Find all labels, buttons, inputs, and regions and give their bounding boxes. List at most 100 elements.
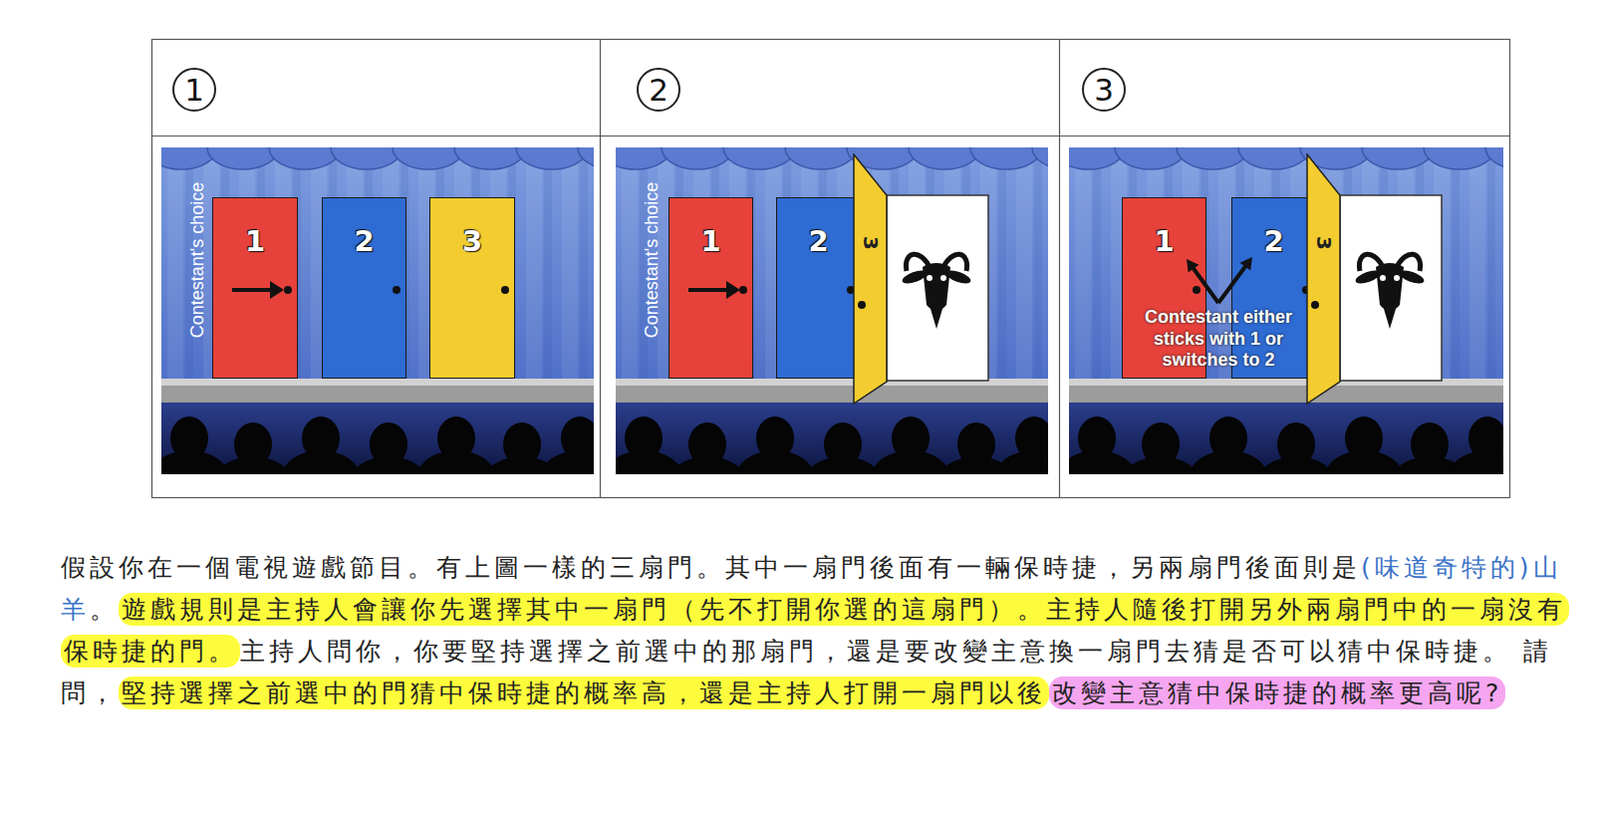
paragraph-text: 。 (89, 594, 119, 624)
curtain-fold (526, 147, 542, 385)
stage-scene: Contestant's choice123 (161, 147, 594, 475)
audience-silhouette (1015, 416, 1049, 461)
open-door-panel (1307, 154, 1340, 404)
curtain-valance (577, 147, 594, 170)
curtain-fold (1034, 147, 1043, 385)
curtain-valance (1361, 147, 1434, 170)
curtain-fold (167, 147, 184, 385)
curtain-valance (1423, 147, 1496, 170)
audience-silhouette (688, 422, 727, 467)
choice-arrow-shaft (688, 287, 729, 292)
door-knob (1311, 300, 1320, 309)
curtain-valance (908, 147, 981, 170)
door: 1 (668, 197, 754, 379)
choice-arrow-head (269, 280, 284, 299)
audience-silhouette (369, 422, 408, 467)
vertical-caption: Contestant's choice (186, 140, 209, 380)
door: 2 (321, 197, 407, 379)
stage-scene: Contestant's choice123 (615, 147, 1049, 475)
stage-floor-edge (161, 378, 594, 386)
goat-eye (926, 274, 933, 281)
curtain (1068, 147, 1504, 385)
curtain-valance (516, 147, 588, 170)
stage-floor (615, 385, 1049, 403)
goat-face (922, 263, 951, 311)
curtain-valance (723, 147, 796, 170)
door-number: 2 (777, 224, 860, 259)
curtain-fold (579, 147, 588, 385)
curtain-fold (1451, 147, 1460, 385)
audience-silhouette (957, 422, 996, 467)
table-border (152, 39, 1511, 499)
curtain-fold (1487, 147, 1496, 385)
door-number: 1 (1122, 224, 1206, 259)
panel-number-circle: 2 (636, 67, 681, 112)
curtain-fold (543, 147, 552, 385)
panel-number: 1 (174, 69, 215, 110)
door: 3 (429, 197, 516, 379)
curtain-valance (330, 147, 403, 170)
door-number: 3 (856, 228, 885, 259)
paragraph-text: 改變主意猜中保時捷的概率更高呢? (1049, 676, 1506, 710)
pointer-arrow-shaft (1218, 266, 1246, 303)
stage-scene: Contestant either sticks with 1 or switc… (1068, 147, 1504, 475)
audience-silhouette (624, 416, 663, 461)
door-knob (739, 285, 748, 294)
door-number: 3 (430, 224, 515, 259)
stage-floor (1068, 385, 1504, 403)
door-number: 1 (669, 224, 753, 259)
audience-silhouette (301, 416, 340, 461)
choice-arrow-shaft (232, 287, 272, 292)
curtain-valance (661, 147, 734, 170)
column-rule (599, 38, 601, 498)
audience-silhouette (560, 416, 594, 461)
audience-silhouette (823, 422, 862, 467)
audience-silhouette (1209, 416, 1248, 461)
audience-silhouette (503, 422, 541, 467)
door-knob (857, 300, 866, 309)
vertical-caption: Contestant's choice (640, 140, 663, 380)
audience-silhouette (170, 416, 209, 461)
door-knob (1192, 285, 1201, 294)
door-number: 2 (1232, 224, 1316, 259)
curtain-fold (1469, 147, 1486, 385)
open-doorway (1339, 195, 1442, 381)
curtain-fold (1016, 147, 1033, 385)
curtain-valance (1238, 147, 1311, 170)
door: 2 (776, 197, 861, 379)
door-number: 1 (213, 224, 297, 259)
curtain-fold (621, 147, 638, 385)
pointer-arrow-head (1186, 259, 1199, 273)
goat-eye (1393, 274, 1400, 281)
curtain-valance (1485, 147, 1504, 170)
pointer-arrow-shaft (1192, 267, 1219, 303)
panel-number-circle: 1 (172, 67, 217, 112)
column-rule (1059, 38, 1061, 498)
goat-beard (930, 308, 943, 329)
audience-silhouette (234, 422, 272, 467)
audience-silhouette (1141, 422, 1180, 467)
curtain-fold (561, 147, 578, 385)
audience-silhouette (1468, 416, 1504, 461)
curtain-valance (454, 147, 527, 170)
open-door-shape (1306, 153, 1342, 405)
open-door: 3 (1306, 153, 1342, 405)
curtain-valance (1176, 147, 1249, 170)
choice-arrow-head (726, 280, 741, 299)
panel-number-circle: 3 (1081, 67, 1126, 112)
curtain-valance (1114, 147, 1187, 170)
curtain-valance (392, 147, 465, 170)
curtain (161, 147, 594, 385)
door: 1 (212, 197, 298, 379)
audience-silhouette (437, 416, 476, 461)
pointer-arrow-head (1240, 257, 1253, 271)
goat-beard (1383, 308, 1396, 329)
panel-number: 2 (638, 69, 679, 110)
stage-floor (161, 385, 594, 403)
open-door: 3 (852, 153, 889, 405)
curtain-valance (207, 147, 279, 170)
curtain-valance (785, 147, 857, 170)
open-doorway (886, 195, 989, 381)
paragraph-text: 假設你在一個電視遊戲節目。有上圖一樣的三扇門。其中一扇門後面有一輛保時捷，另兩扇… (60, 552, 1361, 582)
